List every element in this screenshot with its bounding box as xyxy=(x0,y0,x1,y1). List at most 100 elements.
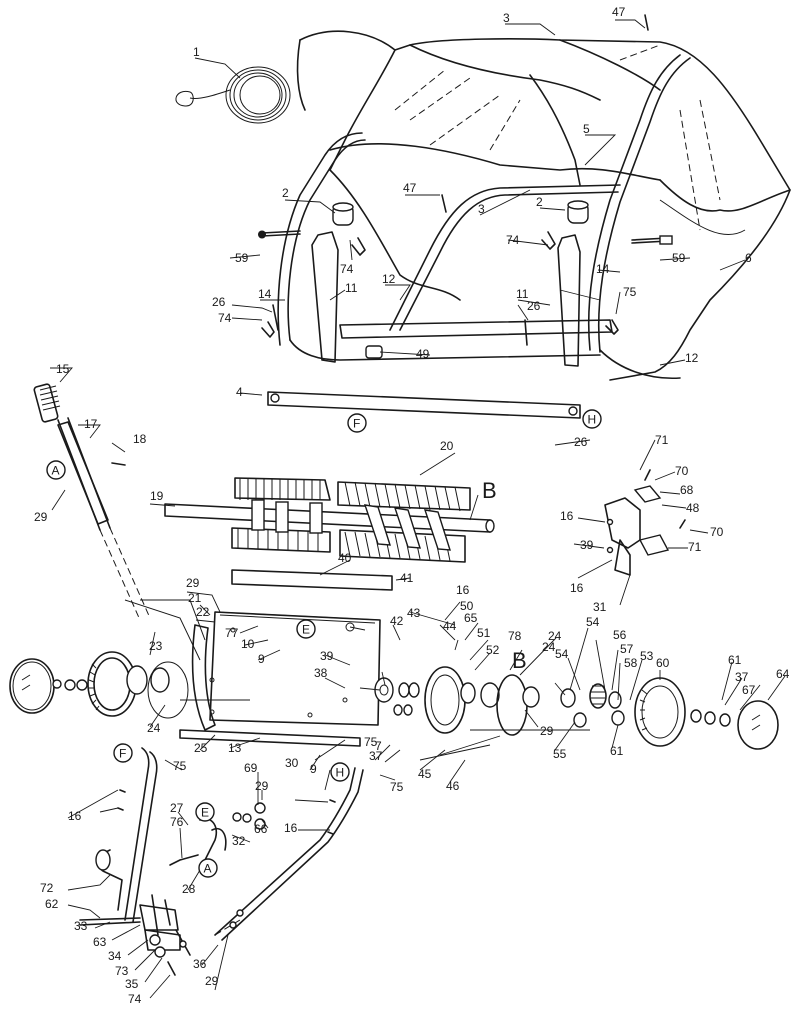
callout-24-center: 24 xyxy=(548,629,562,643)
callout-43: 43 xyxy=(407,606,421,620)
ref-letter-b-brush: B xyxy=(482,478,497,503)
callout-63: 63 xyxy=(93,935,107,949)
callout-41: 41 xyxy=(400,571,414,585)
upper-handle xyxy=(33,383,151,621)
callout-61-bottom: 61 xyxy=(610,744,624,758)
callout-16-lower-right: 16 xyxy=(284,821,298,835)
rope-coil-1 xyxy=(175,66,291,124)
callout-19: 19 xyxy=(150,489,164,503)
callout-15: 15 xyxy=(56,362,70,376)
callout-65: 65 xyxy=(464,611,478,625)
side-housing xyxy=(191,611,381,731)
connecting-bar-4 xyxy=(267,391,581,419)
left-wheel xyxy=(9,651,189,719)
leader-lines xyxy=(50,19,786,999)
callout-26-mid: 26 xyxy=(527,299,541,313)
handle-brackets xyxy=(258,14,673,367)
callout-16-gear: 16 xyxy=(456,583,470,597)
ref-letter-e-housing: E xyxy=(302,623,310,637)
callout-21: 21 xyxy=(188,591,202,605)
ref-letter-a-handle: A xyxy=(52,464,60,478)
ref-circle-f-lower xyxy=(113,743,133,763)
callout-11-right: 11 xyxy=(516,287,529,301)
callout-5: 5 xyxy=(583,122,590,136)
brush-assembly xyxy=(164,477,495,563)
callout-54-top: 54 xyxy=(586,615,600,629)
callout-35: 35 xyxy=(125,977,139,991)
ref-circle-f-frame xyxy=(347,413,367,433)
callout-3-top: 3 xyxy=(503,11,510,25)
callout-70-bottom: 70 xyxy=(710,525,724,539)
callout-53: 53 xyxy=(640,649,654,663)
ref-circle-h-frame xyxy=(582,409,602,429)
callout-71-bottom: 71 xyxy=(688,540,702,554)
callout-46: 46 xyxy=(446,779,460,793)
callout-9-lower: 9 xyxy=(310,762,317,776)
callout-55: 55 xyxy=(553,747,567,761)
callout-7: 7 xyxy=(375,739,382,753)
callout-74-left: 74 xyxy=(218,311,232,325)
callout-2-right: 2 xyxy=(536,195,543,209)
callout-38: 38 xyxy=(314,666,328,680)
callout-69: 69 xyxy=(244,761,258,775)
lower-handles xyxy=(79,747,364,976)
callout-66: 66 xyxy=(254,822,268,836)
callout-52: 52 xyxy=(486,643,500,657)
callout-6: 6 xyxy=(745,251,752,265)
callout-18: 18 xyxy=(133,432,147,446)
callout-54-mid: 54 xyxy=(555,647,569,661)
callout-30: 30 xyxy=(285,756,299,770)
callout-16-lower-left: 16 xyxy=(68,809,82,823)
callout-23: 23 xyxy=(149,639,163,653)
right-bracket xyxy=(604,469,686,576)
callout-27: 27 xyxy=(170,801,184,815)
callout-44: 44 xyxy=(443,619,457,633)
callout-29-bottom: 29 xyxy=(205,974,219,988)
callout-57: 57 xyxy=(620,642,634,656)
callout-3-mid: 3 xyxy=(478,202,485,216)
callout-47-top: 47 xyxy=(612,5,626,19)
callout-16-bracket-bottom: 16 xyxy=(570,581,584,595)
callout-13: 13 xyxy=(228,741,242,755)
callout-10: 10 xyxy=(241,637,255,651)
callout-25: 25 xyxy=(194,741,208,755)
callout-61-right: 61 xyxy=(728,653,742,667)
ref-letter-h-frame: H xyxy=(588,413,597,427)
ref-circle-a-handle xyxy=(46,460,66,480)
callout-72: 72 xyxy=(40,881,54,895)
callout-37-right: 37 xyxy=(735,670,749,684)
callout-37-left: 37 xyxy=(369,749,383,763)
callout-75-left: 75 xyxy=(173,759,187,773)
reference-letter-circles: A A B B E E F F H H xyxy=(46,409,602,878)
callout-12-left: 12 xyxy=(382,272,396,286)
ref-circle-h-lower xyxy=(330,762,350,782)
ref-circle-a-lower xyxy=(198,858,218,878)
callout-70-top: 70 xyxy=(675,464,689,478)
bar-40 xyxy=(231,569,393,591)
callout-60: 60 xyxy=(656,656,670,670)
gear-train xyxy=(374,666,625,756)
callout-31: 31 xyxy=(593,600,607,614)
callout-78: 78 xyxy=(508,629,522,643)
callout-74-mid: 74 xyxy=(340,262,354,276)
callout-17: 17 xyxy=(84,417,98,431)
callout-59-left: 59 xyxy=(235,251,249,265)
callout-29-handle: 29 xyxy=(34,510,48,524)
callout-42: 42 xyxy=(390,614,404,628)
ref-letter-a-lower: A xyxy=(204,862,212,876)
callout-11-left: 11 xyxy=(345,281,358,295)
callout-34: 34 xyxy=(108,949,122,963)
ref-letter-h-lower: H xyxy=(336,766,345,780)
callout-28: 28 xyxy=(182,882,196,896)
callout-50: 50 xyxy=(460,599,474,613)
callout-4: 4 xyxy=(236,385,243,399)
callout-1: 1 xyxy=(193,45,200,59)
callout-77: 77 xyxy=(225,626,239,640)
callout-2-left: 2 xyxy=(282,186,289,200)
callout-26-bottom: 26 xyxy=(574,435,588,449)
callout-76: 76 xyxy=(170,815,184,829)
callout-29-crank: 29 xyxy=(255,779,269,793)
callout-26-left: 26 xyxy=(212,295,226,309)
catcher-bag-assembly xyxy=(296,30,791,381)
